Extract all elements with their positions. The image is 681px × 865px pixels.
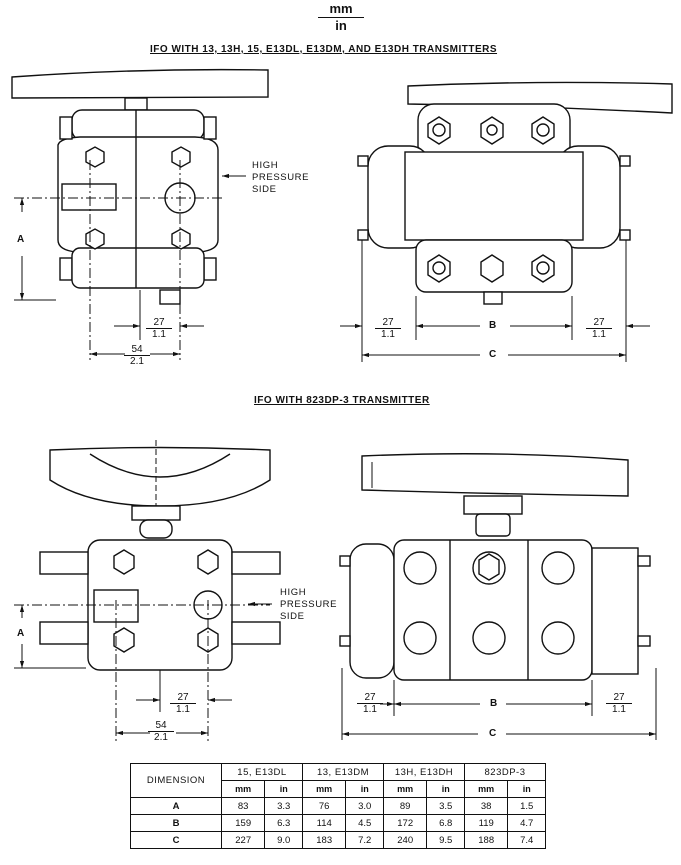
units-mm: mm	[318, 2, 364, 18]
table-cell: 159	[220, 814, 266, 832]
group-header: 13H, E13DH	[383, 763, 465, 781]
unit-subheader: mm	[463, 780, 509, 798]
table-cell: 172	[382, 814, 428, 832]
table-cell: 6.3	[264, 814, 303, 832]
table-cell: 4.5	[345, 814, 384, 832]
table-cell: 227	[220, 831, 266, 849]
units-in: in	[335, 18, 347, 33]
dimension-header: DIMENSION	[130, 763, 222, 798]
bottom-right-front-view	[339, 453, 657, 740]
top-left-side-view	[11, 68, 269, 360]
dim-a-label-2: A	[17, 628, 25, 639]
table-cell: 9.0	[264, 831, 303, 849]
table-cell: 3.3	[264, 797, 303, 815]
dim-a-label-1: A	[17, 234, 25, 245]
unit-subheader: mm	[301, 780, 347, 798]
units-legend: mm in	[318, 2, 364, 33]
unit-subheader: in	[426, 780, 465, 798]
table-cell: 4.7	[507, 814, 546, 832]
bottom-left-side-view	[14, 440, 281, 742]
table-cell: 183	[301, 831, 347, 849]
table-cell: 9.5	[426, 831, 465, 849]
row-dimension: B	[130, 814, 222, 832]
table-cell: 89	[382, 797, 428, 815]
dim-b-label-1: B	[489, 320, 497, 331]
row-dimension: A	[130, 797, 222, 815]
table-cell: 38	[463, 797, 509, 815]
dim-c-label-2: C	[489, 728, 497, 739]
table-cell: 114	[301, 814, 347, 832]
dimension-table: DIMENSION 15, E13DL 13, E13DM 13H, E13DH…	[130, 763, 546, 849]
unit-subheader: mm	[220, 780, 266, 798]
table-cell: 3.0	[345, 797, 384, 815]
table-cell: 83	[220, 797, 266, 815]
group-header: 15, E13DL	[221, 763, 303, 781]
table-cell: 6.8	[426, 814, 465, 832]
table-cell: 188	[463, 831, 509, 849]
table-cell: 76	[301, 797, 347, 815]
unit-subheader: mm	[382, 780, 428, 798]
table-row: C 227 9.0 183 7.2 240 9.5 188 7.4	[130, 831, 546, 849]
table-cell: 240	[382, 831, 428, 849]
section-heading-2: IFO WITH 823DP-3 TRANSMITTER	[254, 395, 430, 406]
table-row: B 159 6.3 114 4.5 172 6.8 119 4.7	[130, 814, 546, 832]
table-cell: 7.2	[345, 831, 384, 849]
group-header: 13, E13DM	[302, 763, 384, 781]
dim-c-label-1: C	[489, 349, 497, 360]
unit-subheader: in	[264, 780, 303, 798]
row-dimension: C	[130, 831, 222, 849]
top-right-front-view	[340, 81, 673, 362]
table-cell: 7.4	[507, 831, 546, 849]
section-heading-1: IFO WITH 13, 13H, 15, E13DL, E13DM, AND …	[150, 44, 498, 55]
dim-b-label-2: B	[490, 698, 498, 709]
table-cell: 1.5	[507, 797, 546, 815]
group-header: 823DP-3	[464, 763, 546, 781]
table-cell: 3.5	[426, 797, 465, 815]
unit-subheader: in	[507, 780, 546, 798]
unit-subheader: in	[345, 780, 384, 798]
table-row: A 83 3.3 76 3.0 89 3.5 38 1.5	[130, 797, 546, 815]
table-cell: 119	[463, 814, 509, 832]
